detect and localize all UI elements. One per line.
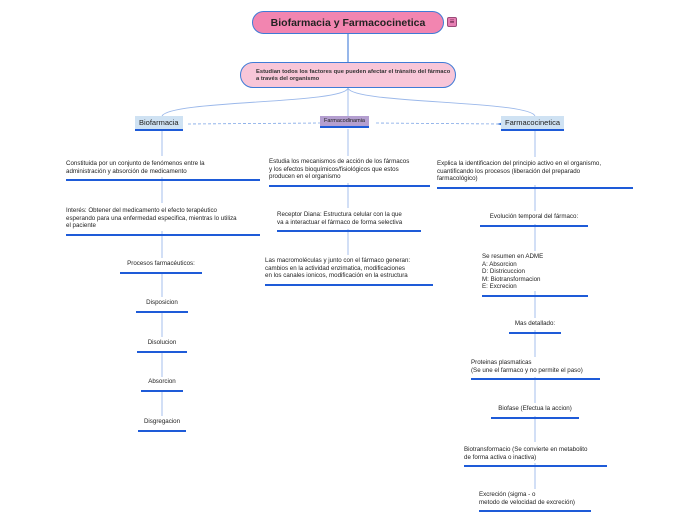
node-text: Interés: Obtener del medicamento el efec…: [66, 207, 237, 230]
biofarmacia-item-3[interactable]: Procesos farmacéuticos:: [120, 260, 202, 274]
node-text: Evolución temporal del fármaco:: [489, 213, 579, 220]
node-text: Excreción (sigma - o metodo de velocidad…: [479, 491, 575, 506]
node-text: Disposicion: [146, 299, 178, 306]
node-text: Estudia los mecanismos de acción de los …: [269, 158, 410, 181]
farmacocinetica-item-7[interactable]: Biotransformacio (Se convierte en metabo…: [464, 446, 607, 468]
branch-biofarmacia[interactable]: Biofarmacia: [135, 116, 183, 131]
farmacodinamia-item-1[interactable]: Estudia los mecanismos de acción de los …: [269, 158, 430, 187]
farmacodinamia-item-3[interactable]: Las macromoléculas y junto con el fármac…: [265, 257, 433, 286]
subtitle-topic[interactable]: Estudian todos los factores que pueden a…: [240, 62, 456, 88]
node-text: Se resumen en ADME A: Absorcion D: Distr…: [482, 253, 544, 291]
farmacocinetica-item-2[interactable]: Evolución temporal del fármaco:: [480, 213, 588, 227]
node-text: Absorcion: [148, 378, 176, 385]
biofarmacia-item-2[interactable]: Interés: Obtener del medicamento el efec…: [66, 207, 260, 236]
biofarmacia-item-1[interactable]: Constituida por un conjunto de fenómenos…: [66, 160, 260, 182]
branch-farmacocinetica[interactable]: Farmacocinetica: [501, 116, 565, 131]
farmacocinetica-item-4[interactable]: Mas detallado:: [509, 320, 561, 334]
node-text: Receptor Diana: Estructura celular con l…: [277, 211, 403, 226]
node-text: Proteinas plasmaticas (Se une el farmaco…: [471, 359, 583, 374]
node-text: Explica la identificacion del principio …: [437, 160, 602, 183]
branch-label: Farmacodinamia: [324, 118, 365, 124]
farmacocinetica-item-6[interactable]: Biofase (Efectua la accion): [491, 405, 579, 419]
root-title: Biofarmacia y Farmacocinetica: [270, 16, 426, 29]
farmacocinetica-item-5[interactable]: Proteinas plasmaticas (Se une el farmaco…: [471, 359, 600, 381]
list-icon[interactable]: ≡: [447, 17, 457, 27]
branch-farmacodinamia[interactable]: Farmacodinamia: [320, 116, 369, 128]
subtitle-text: Estudian todos los factores que pueden a…: [256, 69, 451, 82]
root-topic[interactable]: Biofarmacia y Farmacocinetica: [252, 11, 444, 34]
farmacocinetica-item-1[interactable]: Explica la identificacion del principio …: [437, 160, 633, 189]
biofarmacia-item-7[interactable]: Disgregacion: [138, 418, 186, 432]
node-text: Disgregacion: [143, 418, 181, 425]
farmacodinamia-item-2[interactable]: Receptor Diana: Estructura celular con l…: [277, 211, 421, 233]
node-text: Las macromoléculas y junto con el fármac…: [265, 257, 411, 280]
farmacocinetica-item-8[interactable]: Excreción (sigma - o metodo de velocidad…: [479, 491, 591, 513]
farmacocinetica-item-3[interactable]: Se resumen en ADME A: Absorcion D: Distr…: [482, 253, 588, 297]
node-text: Mas detallado:: [514, 320, 556, 327]
biofarmacia-item-6[interactable]: Absorcion: [141, 378, 183, 392]
branch-label: Farmacocinetica: [505, 118, 561, 127]
node-text: Disolucion: [147, 339, 177, 346]
node-text: Procesos farmacéuticos:: [127, 260, 195, 267]
biofarmacia-item-4[interactable]: Disposicion: [136, 299, 188, 313]
node-text: Biotransformacio (Se convierte en metabo…: [464, 446, 588, 461]
branch-label: Biofarmacia: [139, 118, 179, 127]
node-text: Constituida por un conjunto de fenómenos…: [66, 160, 205, 175]
node-text: Biofase (Efectua la accion): [498, 405, 572, 412]
biofarmacia-item-5[interactable]: Disolucion: [137, 339, 187, 353]
